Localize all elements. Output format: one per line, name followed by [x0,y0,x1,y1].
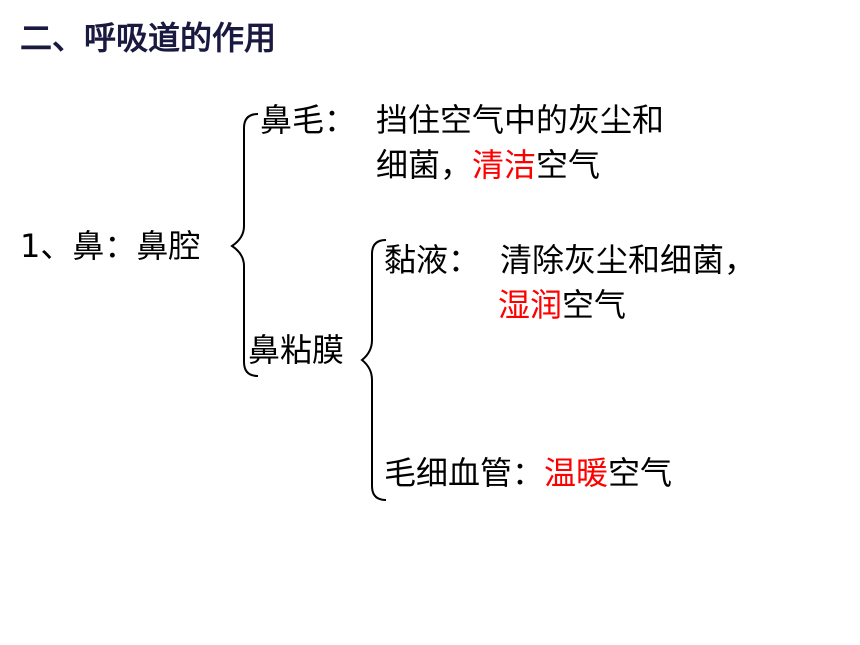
capillaries-line: 毛细血管：温暖空气 [384,453,672,493]
nose-label: 1、鼻：鼻腔 [20,227,201,265]
capillaries-text: 空气 [608,454,673,492]
capillaries-label: 毛细血管： [384,454,545,492]
mucus-line2: 湿润空气 [498,285,626,325]
capillaries-highlight: 温暖 [544,454,609,492]
page-title: 二、呼吸道的作用 [20,19,277,57]
mucus-highlight: 湿润 [498,286,563,324]
mucosa-label: 鼻粘膜 [248,331,345,369]
mucus-line1: 清除灰尘和细菌， [500,241,757,279]
mucus-text-b: 空气 [562,286,627,324]
nasal-hair-highlight: 清洁 [472,146,537,184]
mucus-label: 黏液： [384,241,481,279]
nasal-hair-line2: 细菌，清洁空气 [376,145,600,185]
nasal-hair-text-a: 细菌， [376,146,473,184]
nasal-hair-text-b: 空气 [536,146,601,184]
nasal-hair-line1: 挡住空气中的灰尘和 [376,101,665,139]
nasal-hair-label: 鼻毛： [260,101,357,139]
brace-mucosa [360,239,387,501]
